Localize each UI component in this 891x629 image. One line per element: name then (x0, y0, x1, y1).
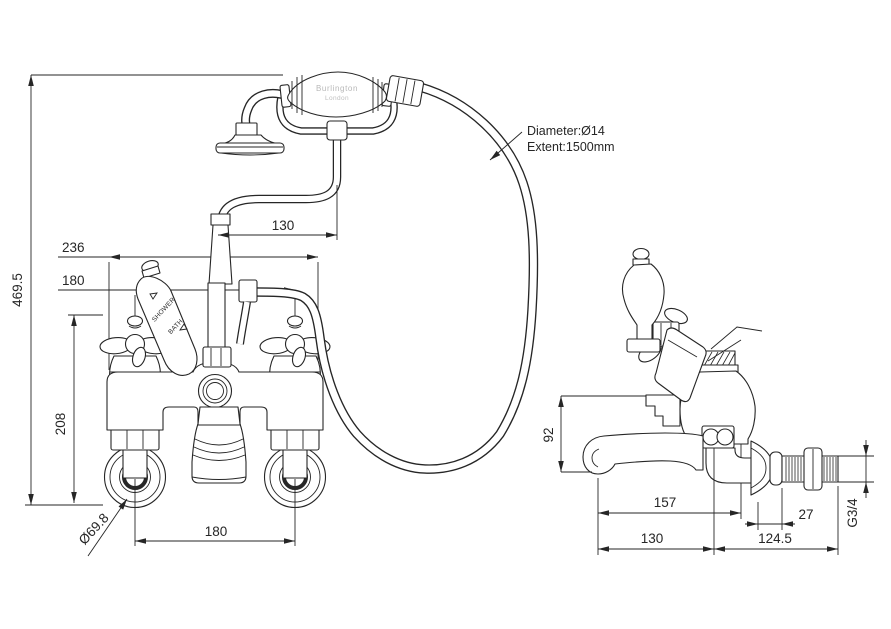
handset-grip (287, 71, 388, 118)
shower-hose (236, 82, 539, 474)
side-diverter-blade (654, 327, 707, 403)
dim-tail-length: 124.5 (758, 531, 792, 546)
front-late-dims (87, 479, 296, 557)
dim-valve-centres: 180 (62, 273, 85, 288)
brand-name: Burlington (316, 84, 358, 93)
spout-side (582, 432, 704, 475)
cradle-hub (326, 120, 348, 141)
mixer-body-front (106, 361, 324, 484)
dim-hose-offset: 130 (272, 218, 295, 233)
dim-inlet-centres: 180 (205, 524, 228, 539)
hose-note-line2: Extent:1500mm (527, 140, 615, 154)
dim-body-width: 236 (62, 240, 85, 255)
hose-note-leader (489, 131, 523, 161)
side-elbow (705, 447, 753, 484)
dim-reach-to-wall: 157 (654, 495, 677, 510)
dim-handle-height: 208 (53, 413, 68, 436)
diverter-lever-front: SHOWER BATH (135, 260, 198, 376)
break-mark (707, 326, 763, 362)
shower-rose-brim (215, 142, 285, 154)
cradle-support-pipe (202, 139, 342, 368)
side-step-block (645, 394, 681, 427)
side-view (582, 247, 839, 519)
dim-thread-size: G3/4 (845, 498, 860, 528)
side-dimension-lines (558, 395, 874, 555)
front-hose-offset-dim (218, 185, 338, 240)
dim-spout-drop: 92 (541, 427, 556, 442)
dim-overall-height: 469.5 (10, 273, 25, 307)
dim-spout-reach: 130 (641, 531, 664, 546)
brand-city: London (325, 95, 349, 102)
rose-neck-collar (235, 122, 258, 137)
handset-assembly: Burlington London (215, 71, 425, 156)
dim-flange-depth: 27 (798, 507, 813, 522)
hose-union-nut (238, 279, 258, 303)
hose-note-line1: Diameter:Ø14 (527, 124, 605, 138)
